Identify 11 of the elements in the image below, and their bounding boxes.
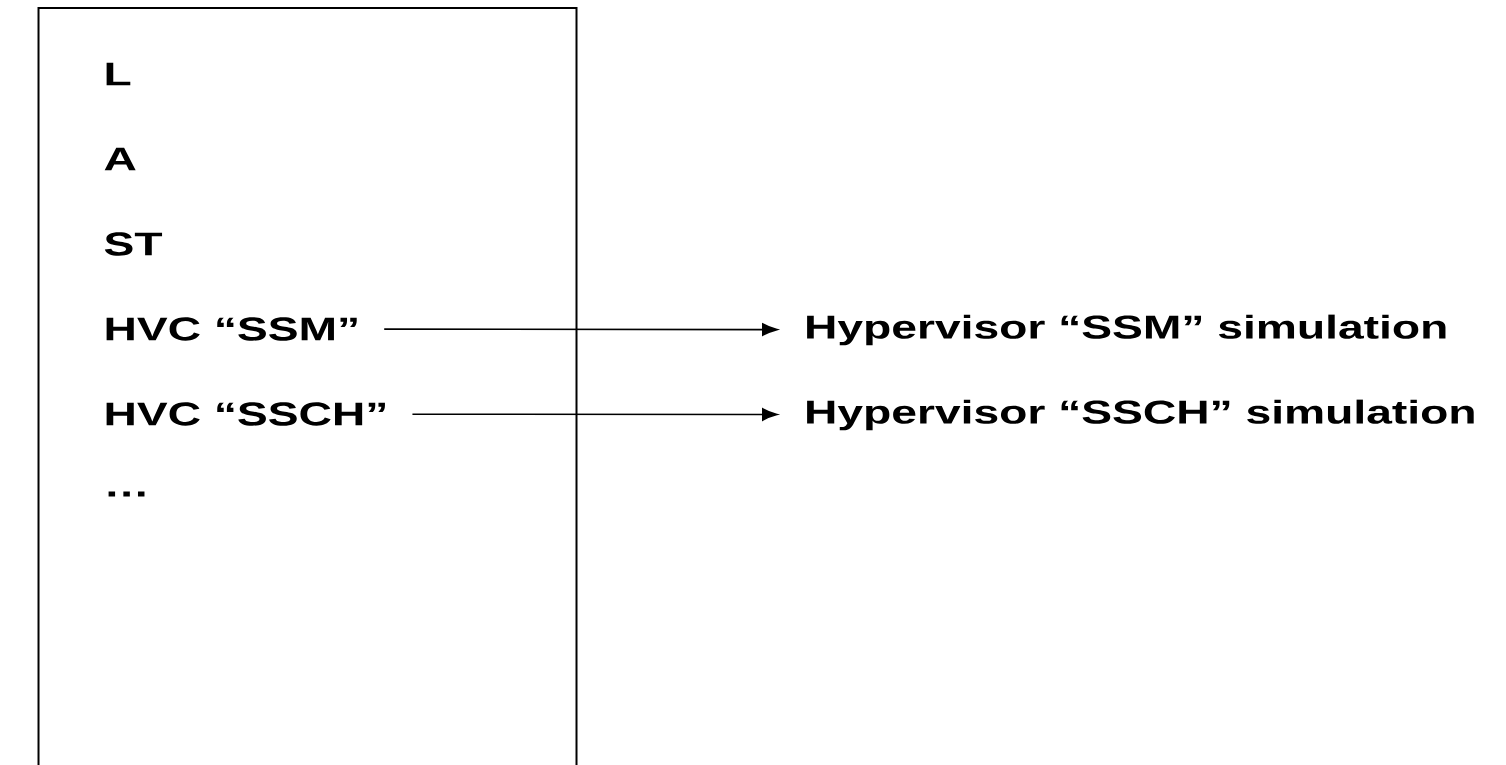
result-label: Hypervisor “SSCH” simulation (807, 399, 1474, 431)
item-label: ST (104, 232, 163, 256)
item-label: L (106, 62, 131, 86)
item-label: HVC “SSM” (106, 317, 357, 341)
frame-box (37, 7, 578, 765)
item-label: A (104, 147, 136, 171)
item-label: HVC “SSCH” (106, 402, 385, 426)
arrow (411, 408, 778, 421)
result-label: Hypervisor “SSM” simulation (807, 314, 1446, 346)
item-label: … (108, 491, 145, 497)
arrow (383, 323, 778, 336)
